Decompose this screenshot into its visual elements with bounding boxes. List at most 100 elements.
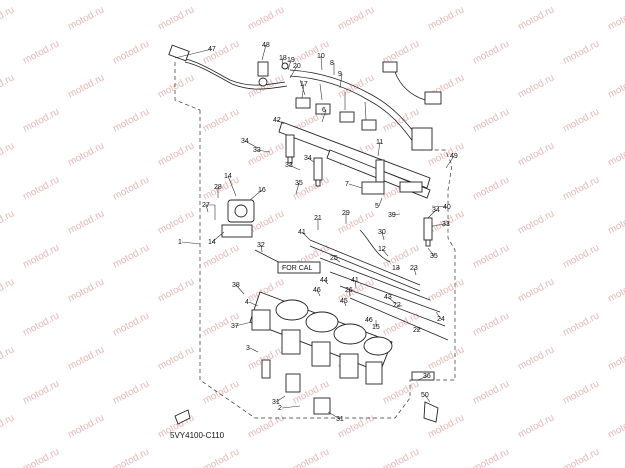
watermark-text: motod.ru — [0, 72, 16, 100]
leader-line — [445, 155, 455, 169]
callout-c20: 20 — [293, 63, 301, 70]
leader-line — [381, 231, 385, 241]
callout-c6: 6 — [322, 107, 326, 114]
leader-line — [205, 204, 209, 213]
leader-line — [431, 205, 448, 208]
callout-c33a: 33 — [253, 147, 261, 154]
watermark-text: motod.ru — [336, 72, 376, 100]
watermark-text: motod.ru — [606, 276, 625, 304]
watermark-text: motod.ru — [201, 106, 241, 134]
watermark-text: motod.ru — [471, 174, 511, 202]
watermark-text: motod.ru — [471, 446, 511, 468]
callout-c23: 23 — [410, 265, 418, 272]
watermark-text: motod.ru — [516, 72, 556, 100]
leader-line — [256, 149, 271, 153]
watermark-text: motod.ru — [471, 106, 511, 134]
watermark-text: motod.ru — [471, 310, 511, 338]
watermark-text: motod.ru — [426, 276, 466, 304]
leader-line — [413, 267, 417, 276]
leader-line — [435, 311, 442, 320]
watermark-text: motod.ru — [606, 4, 625, 32]
watermark-text: motod.ru — [381, 378, 421, 406]
leader-line — [368, 317, 371, 321]
watermark-text: motod.ru — [111, 38, 151, 66]
leader-line — [275, 395, 286, 403]
watermark-text: motod.ru — [336, 4, 376, 32]
leader-line — [354, 279, 357, 289]
leader-line — [377, 141, 381, 157]
callout-c34b: 34 — [304, 155, 312, 162]
callout-c44: 44 — [320, 277, 328, 284]
callout-c35b: 35 — [430, 253, 438, 260]
callout-c25: 25 — [330, 255, 338, 262]
leader-line — [281, 405, 301, 409]
watermark-text: motod.ru — [606, 344, 625, 372]
leader-line — [261, 44, 267, 61]
watermark-text: motod.ru — [246, 72, 286, 100]
callout-c21: 21 — [314, 215, 322, 222]
watermark-text: motod.ru — [516, 140, 556, 168]
callout-c7: 7 — [345, 181, 349, 188]
callout-c19: 19 — [287, 57, 295, 64]
misc-clips — [174, 371, 439, 425]
watermark-text: motod.ru — [21, 310, 61, 338]
leader-line — [174, 48, 213, 59]
callout-c29: 29 — [342, 210, 350, 217]
watermark-text: motod.ru — [111, 106, 151, 134]
callout-c22a: 22 — [393, 302, 401, 309]
leader-line — [381, 248, 389, 257]
sensor-bracket — [205, 199, 291, 269]
leader-line — [387, 296, 397, 305]
watermark-text: motod.ru — [156, 72, 196, 100]
callout-c34c: 34 — [432, 207, 440, 214]
watermark-text: motod.ru — [561, 174, 601, 202]
watermark-text: motod.ru — [0, 208, 16, 236]
leader-line — [321, 109, 327, 123]
leader-line — [249, 189, 263, 201]
watermark-text: motod.ru — [606, 72, 625, 100]
callout-c13: 13 — [392, 265, 400, 272]
callout-c14a: 14 — [224, 173, 232, 180]
watermark-text: motod.ru — [606, 208, 625, 236]
watermark-text: motod.ru — [66, 72, 106, 100]
watermark-text: motod.ru — [291, 446, 331, 468]
callout-c34a: 34 — [241, 138, 249, 145]
leader-line — [327, 411, 341, 420]
callout-c35a: 35 — [295, 180, 303, 187]
watermark-text: motod.ru — [246, 4, 286, 32]
watermark-text: motod.ru — [111, 310, 151, 338]
callout-c12: 12 — [378, 246, 386, 253]
leader-line — [244, 140, 259, 149]
leader-line — [323, 279, 329, 285]
callout-c46b: 46 — [365, 317, 373, 324]
watermark-text: motod.ru — [21, 378, 61, 406]
callout-c28: 28 — [214, 184, 222, 191]
leader-line — [416, 327, 421, 331]
watermark-text: motod.ru — [201, 242, 241, 270]
watermark-text: motod.ru — [21, 106, 61, 134]
leader-line — [348, 289, 351, 297]
watermark-text: motod.ru — [156, 344, 196, 372]
watermark-text: motod.ru — [516, 412, 556, 440]
for-cal-label: FOR CAL — [282, 265, 312, 272]
watermark-text: motod.ru — [426, 344, 466, 372]
watermark-text: motod.ru — [21, 38, 61, 66]
callout-c41b: 41 — [351, 277, 359, 284]
leader-line — [289, 65, 298, 79]
callout-c1: 1 — [178, 239, 182, 246]
watermark-text: motod.ru — [471, 378, 511, 406]
leader-line — [307, 157, 315, 163]
callout-c31a: 31 — [272, 399, 280, 406]
leader-line — [333, 257, 341, 263]
callout-c48: 48 — [262, 42, 270, 49]
watermark-text: motod.ru — [156, 208, 196, 236]
callout-c2: 2 — [278, 405, 282, 412]
callout-c49: 49 — [450, 153, 458, 160]
leader-line — [249, 347, 259, 353]
callout-c4: 4 — [245, 299, 249, 306]
callout-c15: 15 — [372, 324, 380, 331]
watermark-text: motod.ru — [21, 242, 61, 270]
assembly-boundary — [199, 110, 456, 419]
leader-line — [287, 59, 292, 71]
leader-line — [431, 223, 447, 227]
